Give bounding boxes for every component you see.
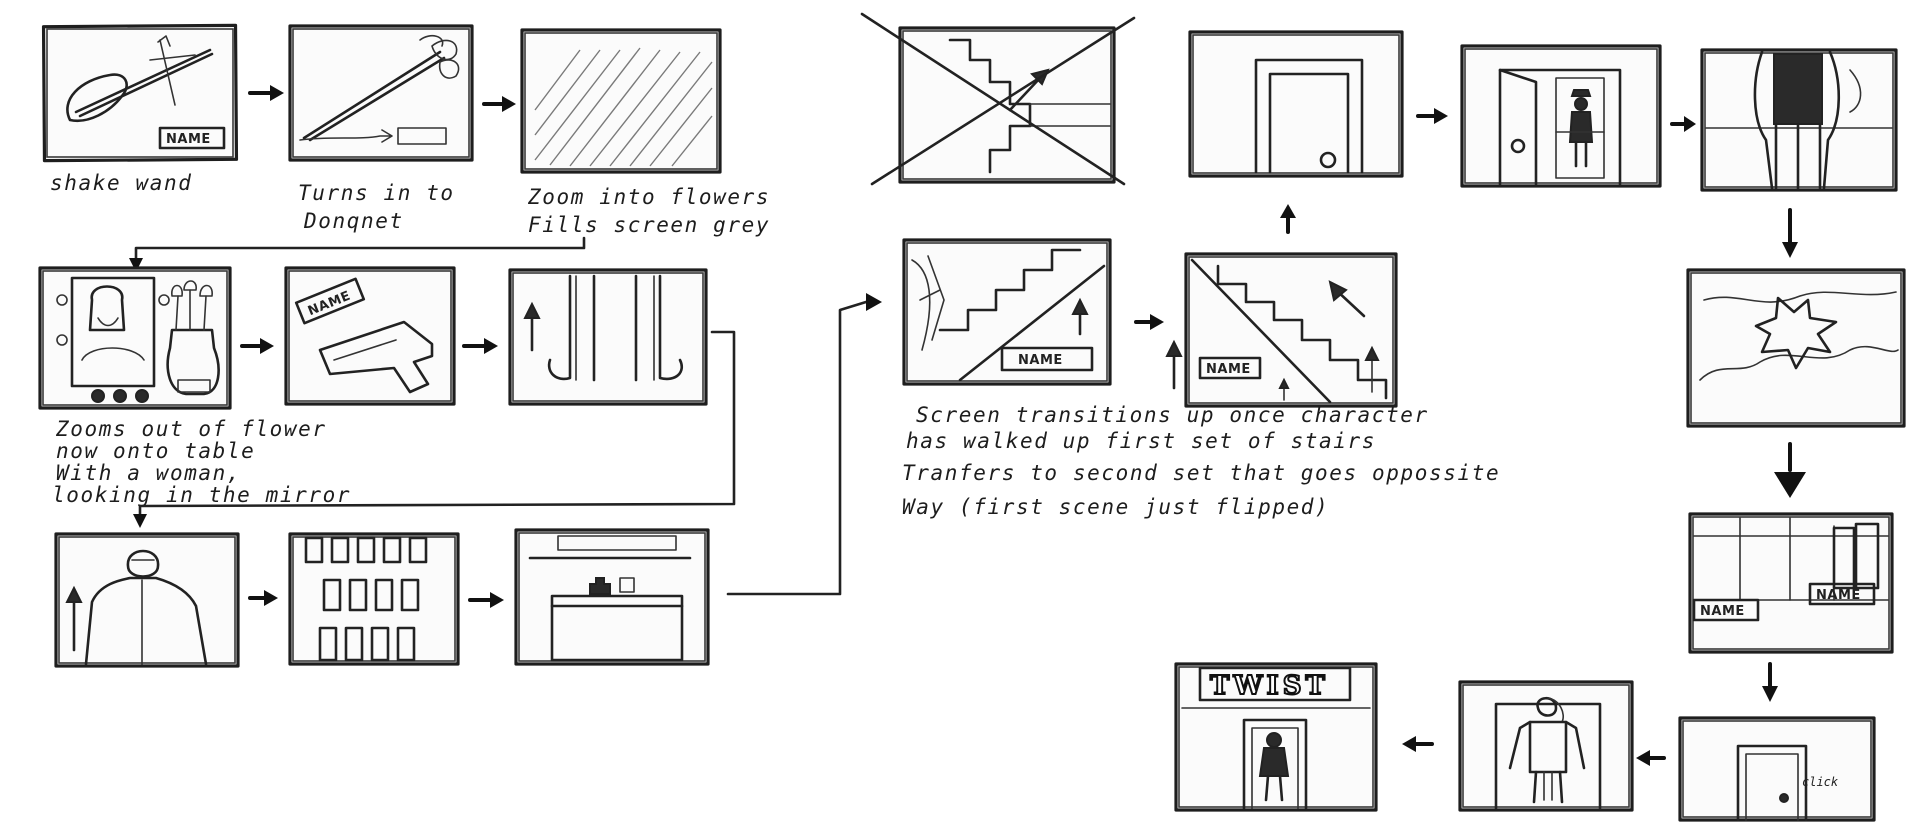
panel-room-names: NAME NAME [1688,512,1894,654]
caption-zoom-1: Zoom into flowers [527,185,770,209]
panel-building [288,532,460,666]
panel-stairs-up: NAME [902,238,1112,386]
name-tag: NAME [1700,604,1745,619]
caption-mirror-4: looking in the mirror [52,483,351,507]
panel-legs [508,268,708,406]
connector-arrowhead [129,258,143,272]
panel-torso [1700,48,1898,192]
flow-arrow [248,85,284,101]
flow-arrow [248,590,278,606]
connector-line [134,236,586,264]
connector-line [138,330,736,520]
caption-turns-into-1: Turns in to [298,181,455,205]
name-tag: NAME [1018,353,1063,368]
panel-man-back [54,532,240,668]
panel-shop [514,528,710,666]
caption-turns-into-2: Donqnet [303,209,404,233]
panel-twist-sign: TWIST [1174,662,1378,812]
caption-zoom-2: Fills screen grey [528,213,770,237]
panel-grey-screen [520,28,722,174]
connector-arrowhead [866,293,882,311]
click-label: click [1802,775,1839,789]
flow-arrow-left [1402,736,1434,752]
caption-shake-wand: shake wand [50,171,192,195]
name-tag: NAME [1816,588,1861,603]
caption-mirror-3: With a woman, [56,461,241,485]
panel-crossed-out-stairs [860,12,1136,186]
panel-shake-wand: NAME [41,23,239,163]
panel-closed-door [1188,30,1404,178]
small-up-arrow [1165,339,1183,390]
flow-arrow-up [1280,204,1296,234]
panel-explosion [1686,268,1906,428]
caption-mirror-2: now onto table [56,439,255,463]
flow-arrow [482,96,516,112]
twist-sign: TWIST [1210,671,1329,701]
caption-stairs-1: Screen transitions up once character [916,403,1429,427]
caption-stairs-4: Way (first scene just flipped) [902,495,1329,519]
name-tag: NAME [1206,362,1251,377]
panel-person-doorway [1458,680,1634,812]
flow-arrow-left [1636,750,1666,766]
panel-open-door [1460,44,1662,188]
connector-line [726,300,868,596]
panel-turns-into-bouquet [288,24,474,162]
panel-mirror-woman [38,266,232,410]
flow-arrow-down [1762,662,1778,702]
panel-door-click: click [1678,716,1876,822]
flow-arrow [1134,314,1164,330]
caption-mirror-1: Zooms out of flower [55,417,327,441]
flow-arrow [462,338,498,354]
caption-stairs-2: has walked up first set of stairs [906,429,1376,453]
flow-arrow-down [1774,442,1806,498]
panel-stairs-flipped: NAME [1184,252,1398,408]
caption-stairs-3: Tranfers to second set that goes oppossi… [902,461,1500,485]
flow-arrow [1670,116,1696,132]
flow-arrow-down [1782,208,1798,258]
panel-gun: NAME [284,266,456,406]
flow-arrow [1416,108,1448,124]
connector-arrowhead [133,514,147,528]
flow-arrow [240,338,274,354]
name-tag: NAME [166,132,211,147]
flow-arrow [468,592,504,608]
